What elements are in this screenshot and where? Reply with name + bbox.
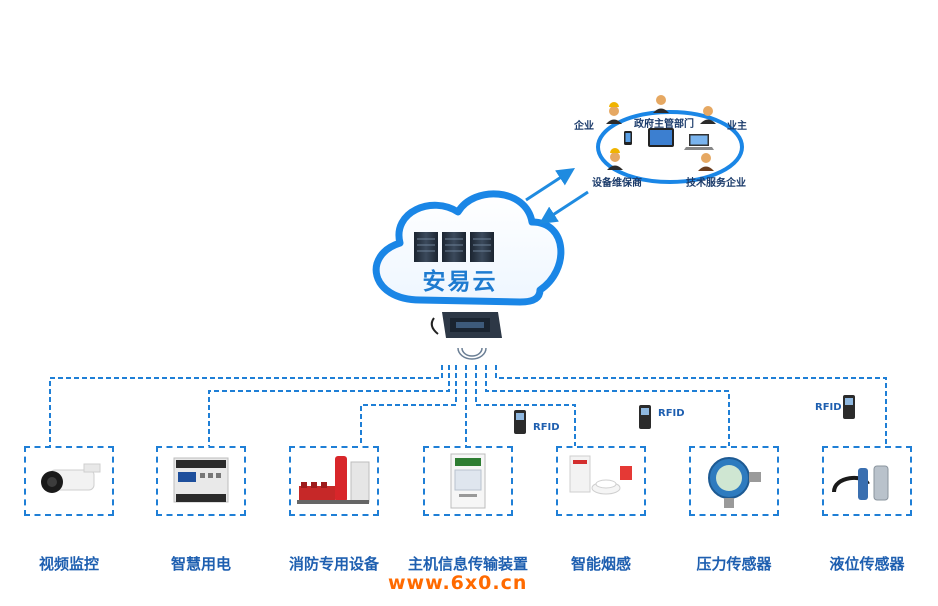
rfid-label: RFID	[658, 408, 685, 419]
downlink-arrow	[538, 190, 589, 224]
device-label-smart-smoke: 智能烟感	[570, 555, 631, 573]
stakeholder-maintainer: 设备维保商	[592, 178, 642, 189]
rfid-reader-icons	[514, 395, 855, 434]
stakeholder-government: 政府主管部门	[634, 119, 694, 130]
uplink-arrow	[525, 168, 576, 202]
wireless-signal-icon	[457, 347, 487, 360]
stakeholder-owner: 业主	[727, 121, 747, 132]
stakeholder-tech-service: 技术服务企业	[686, 178, 746, 189]
device-box-video-surveillance	[24, 446, 114, 516]
device-label-smart-power: 智慧用电	[170, 555, 231, 573]
device-label-level-sensor: 液位传感器	[829, 555, 905, 573]
device-box-smart-power	[156, 446, 246, 516]
device-label-host-transmission: 主机信息传输装置	[407, 555, 528, 573]
cloud-title: 安易云	[422, 269, 498, 295]
person-icons	[606, 95, 716, 171]
rfid-label: RFID	[533, 422, 560, 433]
watermark: www.6x0.cn	[388, 572, 528, 594]
device-label-pressure-sensor: 压力传感器	[696, 555, 772, 573]
power-meter-icon	[173, 457, 229, 503]
stakeholder-ellipse	[596, 110, 744, 184]
level-sensor-icon	[832, 465, 889, 501]
connection-lines	[49, 365, 887, 446]
device-box-fire-equipment	[289, 446, 379, 516]
server-icons	[414, 232, 494, 262]
device-box-smart-smoke	[556, 446, 646, 516]
device-box-pressure-sensor	[689, 446, 779, 516]
cloud-icon	[372, 190, 565, 306]
device-label-fire-equipment: 消防专用设备	[288, 555, 379, 573]
rfid-label: RFID	[815, 402, 842, 413]
smoke-detector-icon	[569, 455, 632, 495]
stakeholder-enterprise: 企业	[574, 121, 594, 132]
device-box-level-sensor	[822, 446, 912, 516]
gateway-icon	[430, 312, 502, 338]
pressure-sensor-icon	[708, 457, 761, 508]
terminal-device-icons	[624, 128, 714, 150]
device-box-host-transmission	[423, 446, 513, 516]
transmission-unit-icon	[450, 453, 486, 509]
fire-pump-icon	[297, 456, 370, 504]
device-label-video-surveillance: 视频监控	[38, 555, 99, 573]
camera-icon	[41, 463, 101, 493]
